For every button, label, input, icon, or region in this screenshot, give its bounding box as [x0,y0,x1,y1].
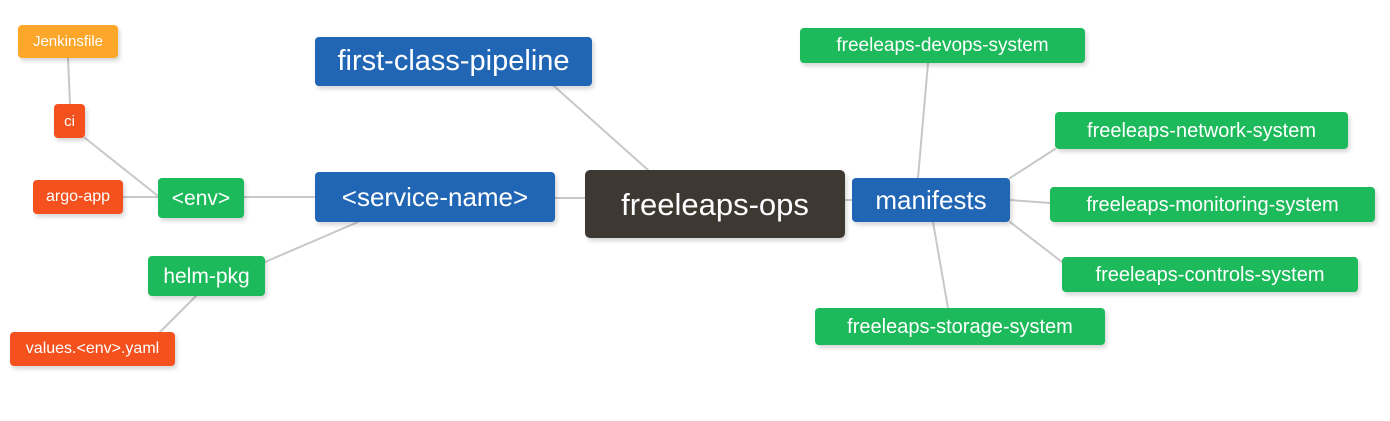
node-label: helm-pkg [163,264,250,288]
edge-values-yaml-to-helm-pkg [159,295,197,333]
mindmap-node-manifests[interactable]: manifests [852,178,1010,222]
node-label: <service-name> [341,182,529,212]
edge-helm-pkg-to-service-name [264,221,359,263]
edge-storage-sys-to-manifests [932,221,949,309]
mindmap-node-values-yaml[interactable]: values.<env>.yaml [10,332,175,366]
mindmap-node-argo-app[interactable]: argo-app [33,180,123,214]
node-label: ci [64,112,75,130]
node-label: freeleaps-ops [621,186,809,222]
node-label: first-class-pipeline [337,45,570,77]
node-label: values.<env>.yaml [25,340,160,357]
edge-monitoring-sys-to-manifests [1009,199,1051,204]
node-label: freeleaps-storage-system [847,315,1073,338]
node-label: freeleaps-monitoring-system [1086,193,1339,216]
node-label: argo-app [45,188,111,205]
mindmap-node-devops-sys[interactable]: freeleaps-devops-system [800,28,1085,63]
mindmap-node-freeleaps-ops[interactable]: freeleaps-ops [585,170,845,238]
edge-devops-sys-to-manifests [917,62,929,179]
mindmap-node-controls-sys[interactable]: freeleaps-controls-system [1062,257,1358,292]
node-label: manifests [875,185,987,215]
mindmap-node-service-name[interactable]: <service-name> [315,172,555,222]
mindmap-node-storage-sys[interactable]: freeleaps-storage-system [815,308,1105,345]
mindmap-node-helm-pkg[interactable]: helm-pkg [148,256,265,296]
edge-jenkinsfile-to-ci [67,57,71,105]
node-label: Jenkinsfile [32,33,104,50]
mindmap-node-network-sys[interactable]: freeleaps-network-system [1055,112,1348,149]
node-label: freeleaps-devops-system [836,35,1049,56]
mindmap-node-monitoring-sys[interactable]: freeleaps-monitoring-system [1050,187,1375,222]
mindmap-node-first-class[interactable]: first-class-pipeline [315,37,592,86]
mindmap-node-jenkinsfile[interactable]: Jenkinsfile [18,25,118,58]
mindmap-node-env[interactable]: <env> [158,178,244,218]
edge-first-class-to-freeleaps-ops [553,85,649,171]
node-label: <env> [171,186,231,210]
node-label: freeleaps-network-system [1087,119,1316,142]
edge-network-sys-to-manifests [1009,148,1056,179]
edge-controls-sys-to-manifests [1009,221,1063,263]
node-label: freeleaps-controls-system [1095,263,1325,286]
mindmap-node-ci[interactable]: ci [54,104,85,138]
